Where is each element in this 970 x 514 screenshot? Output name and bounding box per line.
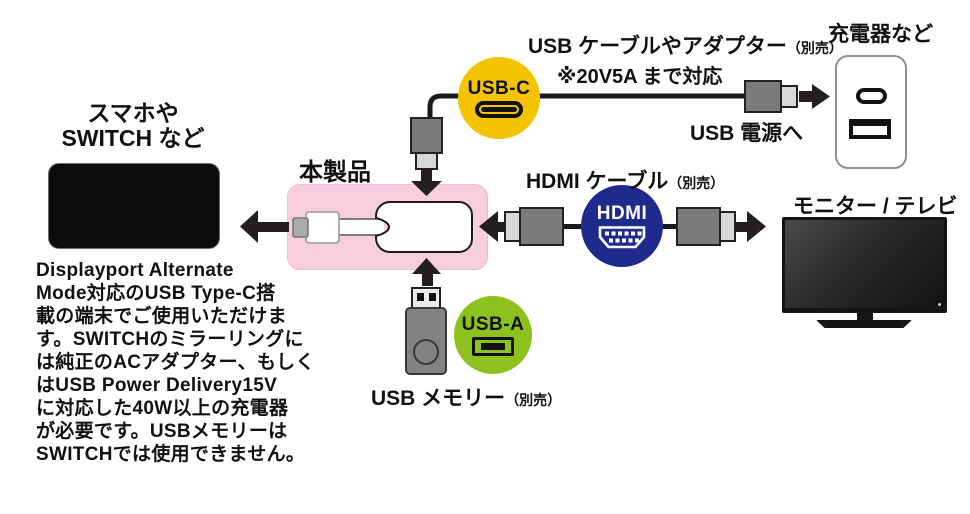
charger-image [835,55,907,169]
usb-a-port-icon [849,119,891,139]
usb-memory-icon [405,287,447,375]
arrow-left-product-icon [479,211,506,242]
device-label-line1: スマホや [87,100,179,126]
tv-stand-neck [857,313,873,321]
tv-screen [785,220,944,308]
top-cable-label-text: USB ケーブルやアダプター [528,35,787,58]
usb-c-badge: USB-C [458,57,540,139]
hdmi-plug-icon [598,225,646,248]
charger-label: 充電器など [828,23,933,46]
arrow-right-tv-icon [735,211,766,242]
top-cable-label: USB ケーブルやアダプター（別売） [528,30,843,60]
hdmi-badge-label: HDMI [596,202,648,224]
monitor-label: モニター / テレビ [793,195,958,218]
usage-note-paragraph: Displayport Alternate Mode対応のUSB Type-C搭… [36,260,315,465]
tv-power-led [938,303,941,306]
spec-note-label: ※20V5A まで対応 [557,66,723,88]
usb-a-plug-icon [472,336,514,356]
product-device-image [292,201,473,253]
usb-memory-label: USB メモリー（別売） [371,382,561,412]
usb-a-badge-label: USB-A [461,313,525,335]
smartphone-image [48,163,220,249]
arrow-up-icon [412,258,441,286]
arrow-right-charger-icon [799,84,830,109]
arrow-left-phone-icon [240,210,289,243]
usb-c-cable [427,93,750,122]
usb-a-badge: USB-A [454,296,532,374]
usb-memory-note: （別売） [505,392,562,408]
usb-power-label: USB 電源へ [690,122,804,145]
usb-c-plug-icon [475,100,523,118]
hdmi-connector-right-icon [676,207,736,246]
device-label-line2: SWITCH など [61,125,205,152]
hdmi-connector-left-icon [504,207,564,246]
hdmi-badge: HDMI [581,185,663,267]
tv-image [782,217,947,313]
usb-c-connector-charger-icon [744,80,798,113]
tv-stand-base [816,320,912,328]
hdmi-cable-note: （別売） [668,175,725,191]
hdmi-cable-label: HDMI ケーブル（別売） [526,165,724,195]
usb-memory-label-text: USB メモリー [371,387,506,410]
device-label: スマホや SWITCH など [33,100,233,152]
product-label: 本製品 [299,159,371,186]
usb-c-port-icon [856,88,887,104]
usb-c-badge-label: USB-C [467,77,531,99]
usb-c-connector-top-icon [410,117,443,170]
hdmi-cable-label-text: HDMI ケーブル [526,170,669,193]
arrow-down-icon [411,168,442,196]
top-cable-note: （別売） [786,40,843,56]
